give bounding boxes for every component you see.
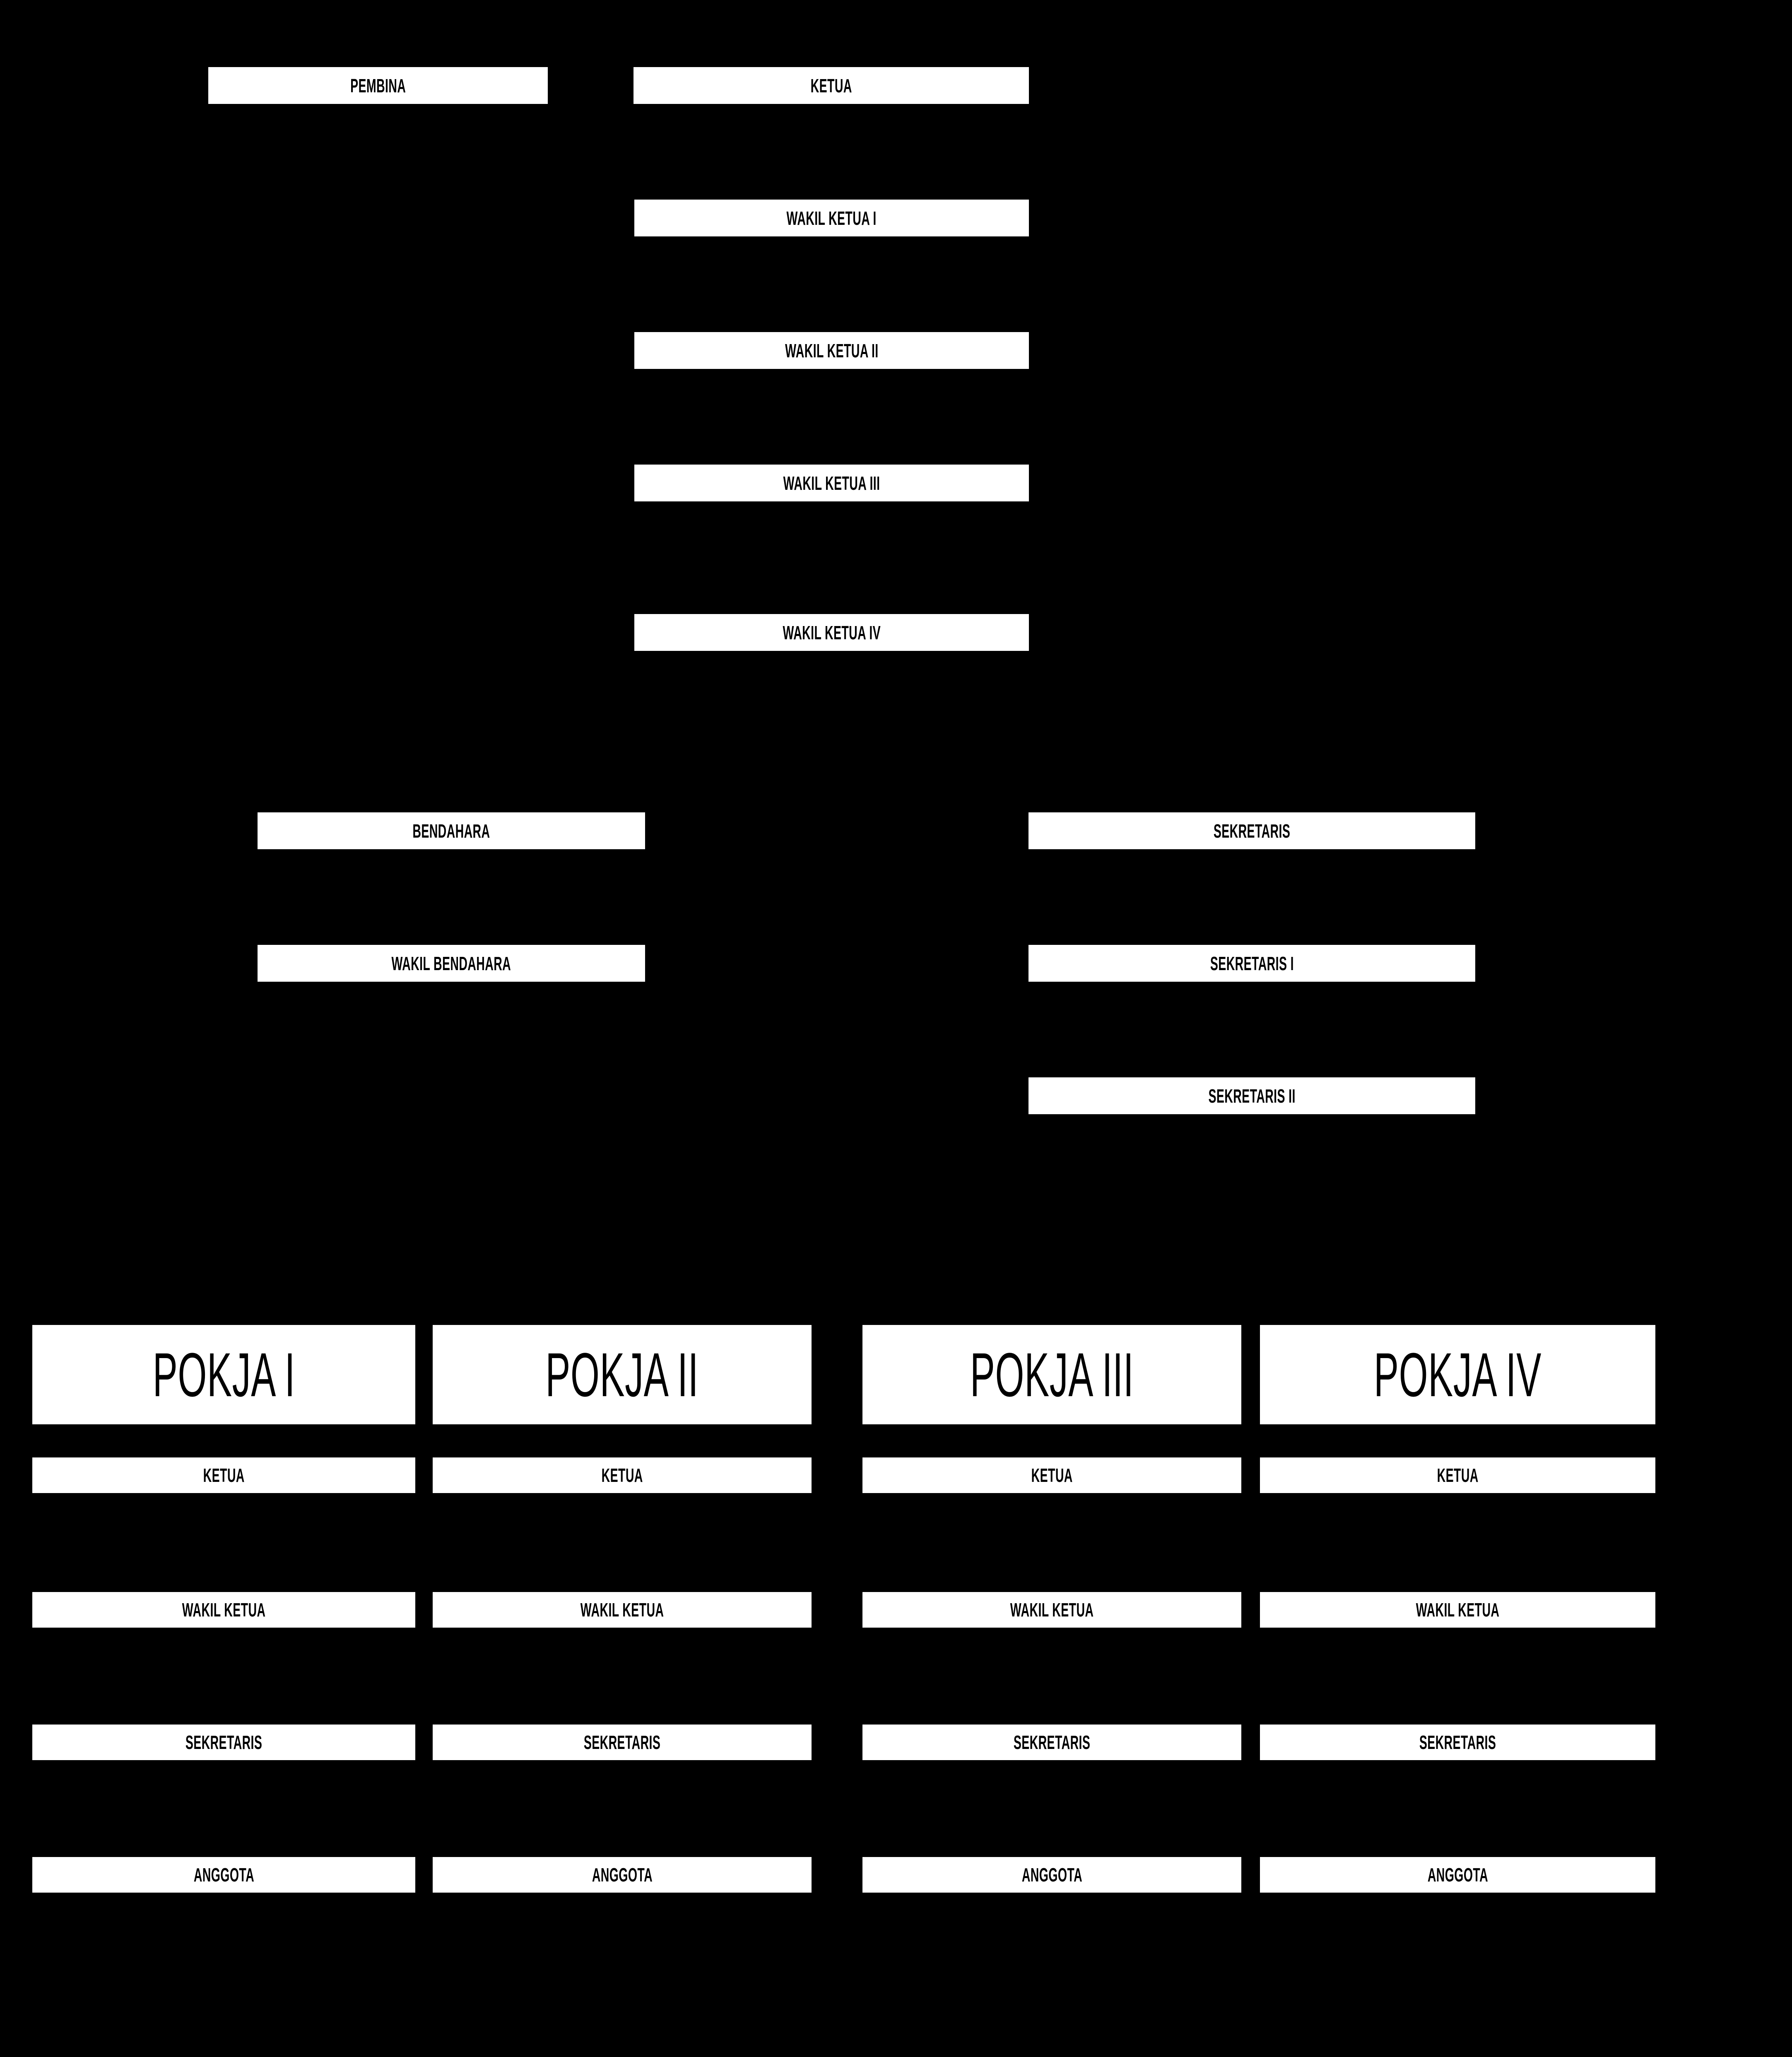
node-wakil-bendahara-label: WAKIL BENDAHARA bbox=[391, 952, 511, 974]
pokja-1-role-wakil-ketua[interactable]: WAKIL KETUA bbox=[32, 1592, 415, 1628]
pokja-3-role-anggota-label: ANGGOTA bbox=[1021, 1864, 1082, 1886]
pokja-3-title: POKJA III bbox=[970, 1340, 1134, 1409]
pokja-3-role-ketua-label: KETUA bbox=[1031, 1464, 1073, 1486]
pokja-3-role-sekretaris-label: SEKRETARIS bbox=[1013, 1732, 1091, 1753]
node-wakil-ketua-3[interactable]: WAKIL KETUA III bbox=[634, 465, 1029, 501]
node-wakil-ketua-1[interactable]: WAKIL KETUA I bbox=[634, 200, 1029, 236]
node-sekretaris-label: SEKRETARIS bbox=[1213, 820, 1291, 842]
pokja-2-header[interactable]: POKJA II bbox=[433, 1325, 812, 1424]
pokja-4-title: POKJA IV bbox=[1374, 1340, 1542, 1409]
node-wakil-ketua-4[interactable]: WAKIL KETUA IV bbox=[634, 614, 1029, 651]
pokja-1-header[interactable]: POKJA I bbox=[32, 1325, 415, 1424]
pokja-3-role-sekretaris[interactable]: SEKRETARIS bbox=[862, 1725, 1241, 1760]
pokja-1-role-ketua-label: KETUA bbox=[203, 1464, 245, 1486]
pokja-2-role-sekretaris-label: SEKRETARIS bbox=[583, 1732, 661, 1753]
pokja-2-role-anggota-label: ANGGOTA bbox=[592, 1864, 653, 1886]
node-bendahara[interactable]: BENDAHARA bbox=[258, 812, 645, 849]
node-wakil-ketua-1-label: WAKIL KETUA I bbox=[786, 207, 877, 229]
node-wakil-ketua-2-label: WAKIL KETUA II bbox=[785, 340, 879, 361]
pokja-3-header[interactable]: POKJA III bbox=[862, 1325, 1241, 1424]
pokja-4-role-sekretaris[interactable]: SEKRETARIS bbox=[1260, 1725, 1655, 1760]
pokja-4-role-anggota[interactable]: ANGGOTA bbox=[1260, 1857, 1655, 1893]
node-sekretaris[interactable]: SEKRETARIS bbox=[1028, 812, 1475, 849]
pokja-1-role-wakil-ketua-label: WAKIL KETUA bbox=[182, 1599, 266, 1621]
pokja-1-role-sekretaris-label: SEKRETARIS bbox=[185, 1732, 263, 1753]
pokja-3-role-ketua[interactable]: KETUA bbox=[862, 1457, 1241, 1493]
pokja-2-role-ketua[interactable]: KETUA bbox=[433, 1457, 812, 1493]
pokja-3-role-wakil-ketua-label: WAKIL KETUA bbox=[1010, 1599, 1094, 1621]
pokja-4-role-sekretaris-label: SEKRETARIS bbox=[1419, 1732, 1496, 1753]
pokja-3-role-wakil-ketua[interactable]: WAKIL KETUA bbox=[862, 1592, 1241, 1628]
node-sekretaris-1[interactable]: SEKRETARIS I bbox=[1028, 945, 1475, 982]
node-ketua[interactable]: KETUA bbox=[633, 67, 1029, 104]
node-pembina-label: PEMBINA bbox=[350, 75, 406, 96]
pokja-3-role-anggota[interactable]: ANGGOTA bbox=[862, 1857, 1241, 1893]
node-sekretaris-2[interactable]: SEKRETARIS II bbox=[1028, 1077, 1475, 1114]
pokja-2-role-wakil-ketua[interactable]: WAKIL KETUA bbox=[433, 1592, 812, 1628]
node-ketua-label: KETUA bbox=[810, 75, 852, 96]
node-wakil-ketua-3-label: WAKIL KETUA III bbox=[783, 472, 880, 494]
pokja-4-role-wakil-ketua[interactable]: WAKIL KETUA bbox=[1260, 1592, 1655, 1628]
pokja-4-role-anggota-label: ANGGOTA bbox=[1427, 1864, 1488, 1886]
pokja-1-role-sekretaris[interactable]: SEKRETARIS bbox=[32, 1725, 415, 1760]
pokja-4-header[interactable]: POKJA IV bbox=[1260, 1325, 1655, 1424]
pokja-4-role-ketua-label: KETUA bbox=[1437, 1464, 1479, 1486]
pokja-2-role-wakil-ketua-label: WAKIL KETUA bbox=[580, 1599, 664, 1621]
node-sekretaris-1-label: SEKRETARIS I bbox=[1210, 952, 1294, 974]
pokja-1-role-ketua[interactable]: KETUA bbox=[32, 1457, 415, 1493]
pokja-1-role-anggota[interactable]: ANGGOTA bbox=[32, 1857, 415, 1893]
node-bendahara-label: BENDAHARA bbox=[412, 820, 490, 842]
pokja-4-role-ketua[interactable]: KETUA bbox=[1260, 1457, 1655, 1493]
pokja-2-role-anggota[interactable]: ANGGOTA bbox=[433, 1857, 812, 1893]
pokja-2-role-sekretaris[interactable]: SEKRETARIS bbox=[433, 1725, 812, 1760]
node-sekretaris-2-label: SEKRETARIS II bbox=[1208, 1085, 1296, 1107]
pokja-1-title: POKJA I bbox=[152, 1340, 295, 1409]
node-wakil-ketua-4-label: WAKIL KETUA IV bbox=[783, 621, 881, 643]
node-wakil-bendahara[interactable]: WAKIL BENDAHARA bbox=[258, 945, 645, 982]
pokja-2-title: POKJA II bbox=[545, 1340, 699, 1409]
pokja-2-role-ketua-label: KETUA bbox=[601, 1464, 643, 1486]
node-wakil-ketua-2[interactable]: WAKIL KETUA II bbox=[634, 332, 1029, 369]
pokja-4-role-wakil-ketua-label: WAKIL KETUA bbox=[1416, 1599, 1500, 1621]
pokja-1-role-anggota-label: ANGGOTA bbox=[193, 1864, 254, 1886]
node-pembina[interactable]: PEMBINA bbox=[208, 67, 548, 104]
